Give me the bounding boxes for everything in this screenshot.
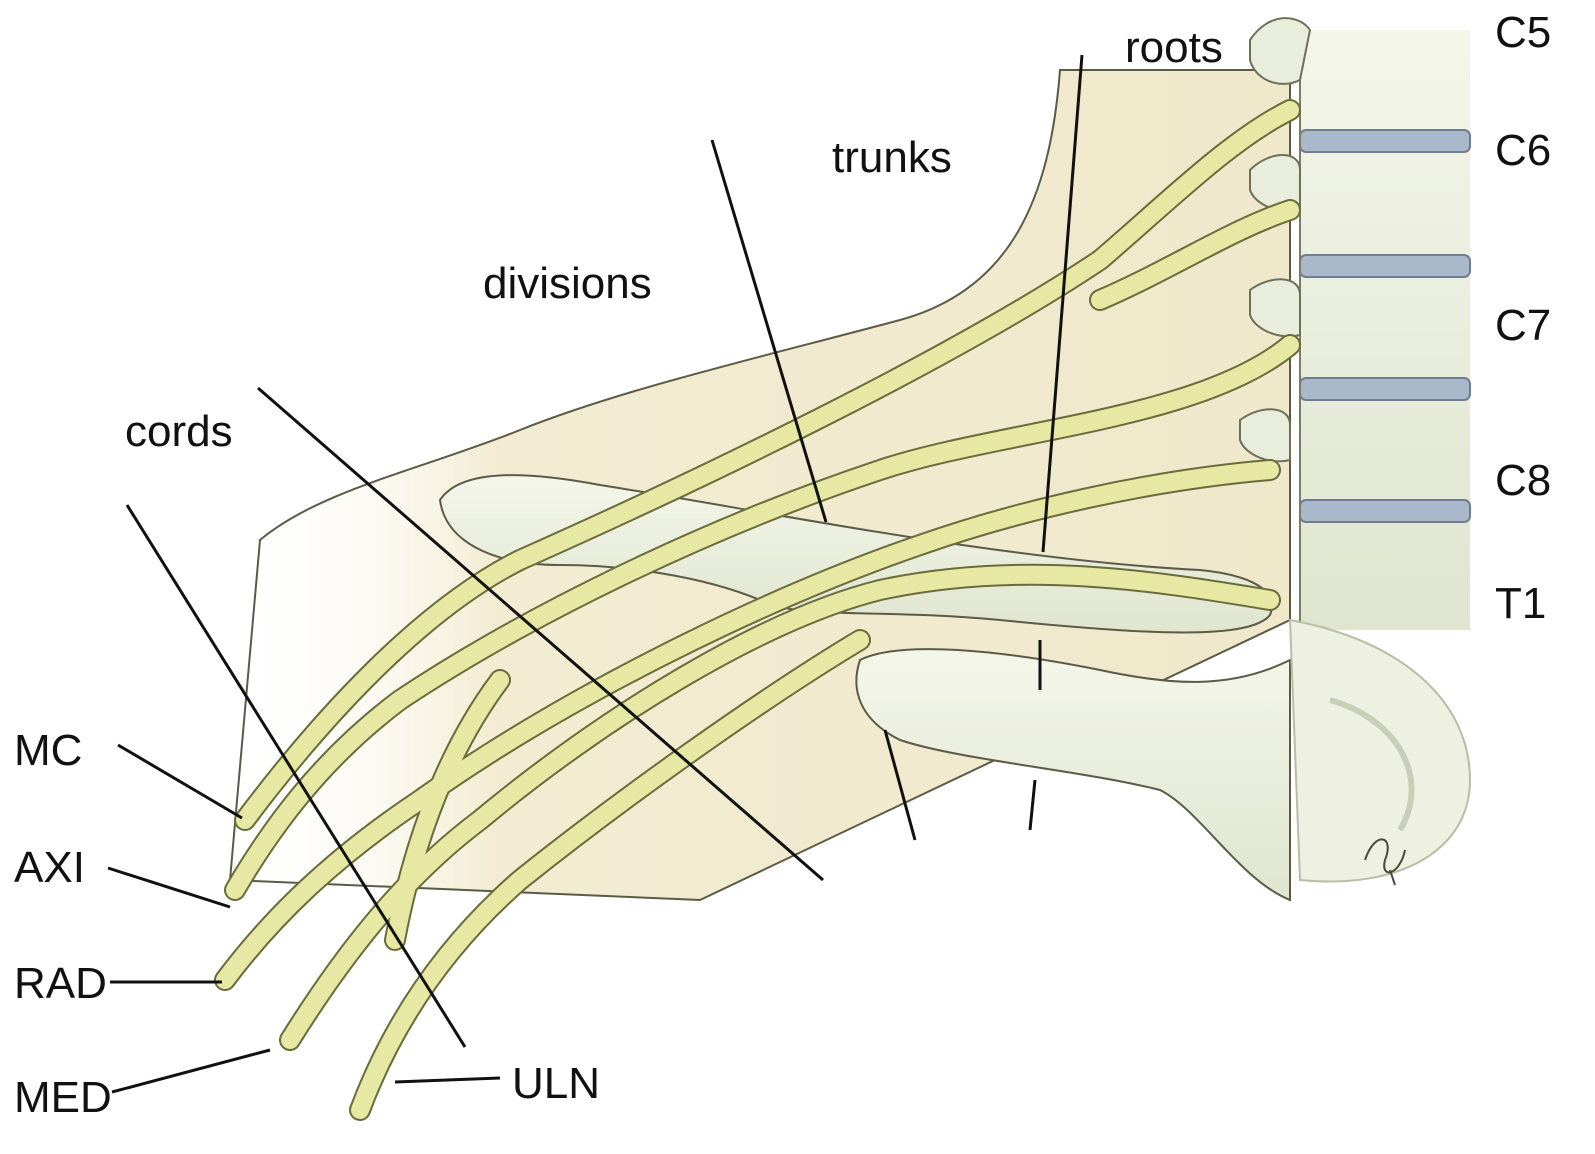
spinal-level-label-c6: C6 (1495, 126, 1551, 175)
mc-label: MC (14, 726, 82, 775)
vertebral-disc-c5-c6 (1300, 130, 1470, 152)
med-label: MED (14, 1073, 112, 1122)
axi-leader-line (108, 868, 230, 907)
spinal-level-label-t1: T1 (1495, 579, 1546, 628)
mc-leader-line (118, 745, 242, 818)
uln-label: ULN (512, 1059, 600, 1108)
vertebral-disc-c8-t1 (1300, 500, 1470, 522)
cords-label: cords (125, 407, 233, 456)
rad-label: RAD (14, 959, 107, 1008)
vertebral-disc-c7-c8 (1300, 378, 1470, 400)
spinal-level-label-c8: C8 (1495, 456, 1551, 505)
spinal-level-label-c5: C5 (1495, 8, 1551, 57)
vertebral-disc-c6-c7 (1300, 255, 1470, 277)
axi-label: AXI (14, 843, 85, 892)
rib-leader-line-3 (1030, 780, 1035, 830)
uln-leader-line (395, 1078, 500, 1082)
spinal-level-label-c7: C7 (1495, 301, 1551, 350)
roots-label: roots (1125, 23, 1223, 72)
trunks-label: trunks (832, 133, 952, 182)
med-leader-line (112, 1050, 270, 1092)
divisions-label: divisions (483, 259, 652, 308)
